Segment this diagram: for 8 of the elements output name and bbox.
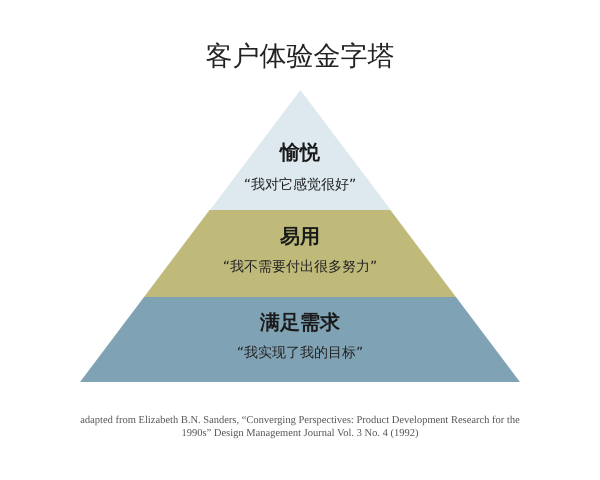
tier-heading: 满足需求 bbox=[260, 310, 340, 334]
tier-quote: “我对它感觉很好” bbox=[244, 176, 356, 194]
tier-heading: 愉悦 bbox=[280, 140, 320, 164]
tier-quote: “我实现了我的目标” bbox=[236, 344, 364, 362]
tier-quote: “我不需要付出很多努力” bbox=[222, 258, 378, 276]
diagram-title: 客户体验金字塔 bbox=[204, 40, 396, 74]
tier-heading: 易用 bbox=[280, 224, 320, 248]
source-caption: adapted from Elizabeth B.N. Sanders, “Converging Perspectives: Product Development Research for the 1990s” Design Management Journal Vol. 3 No. 4 (1992) bbox=[80, 414, 520, 440]
